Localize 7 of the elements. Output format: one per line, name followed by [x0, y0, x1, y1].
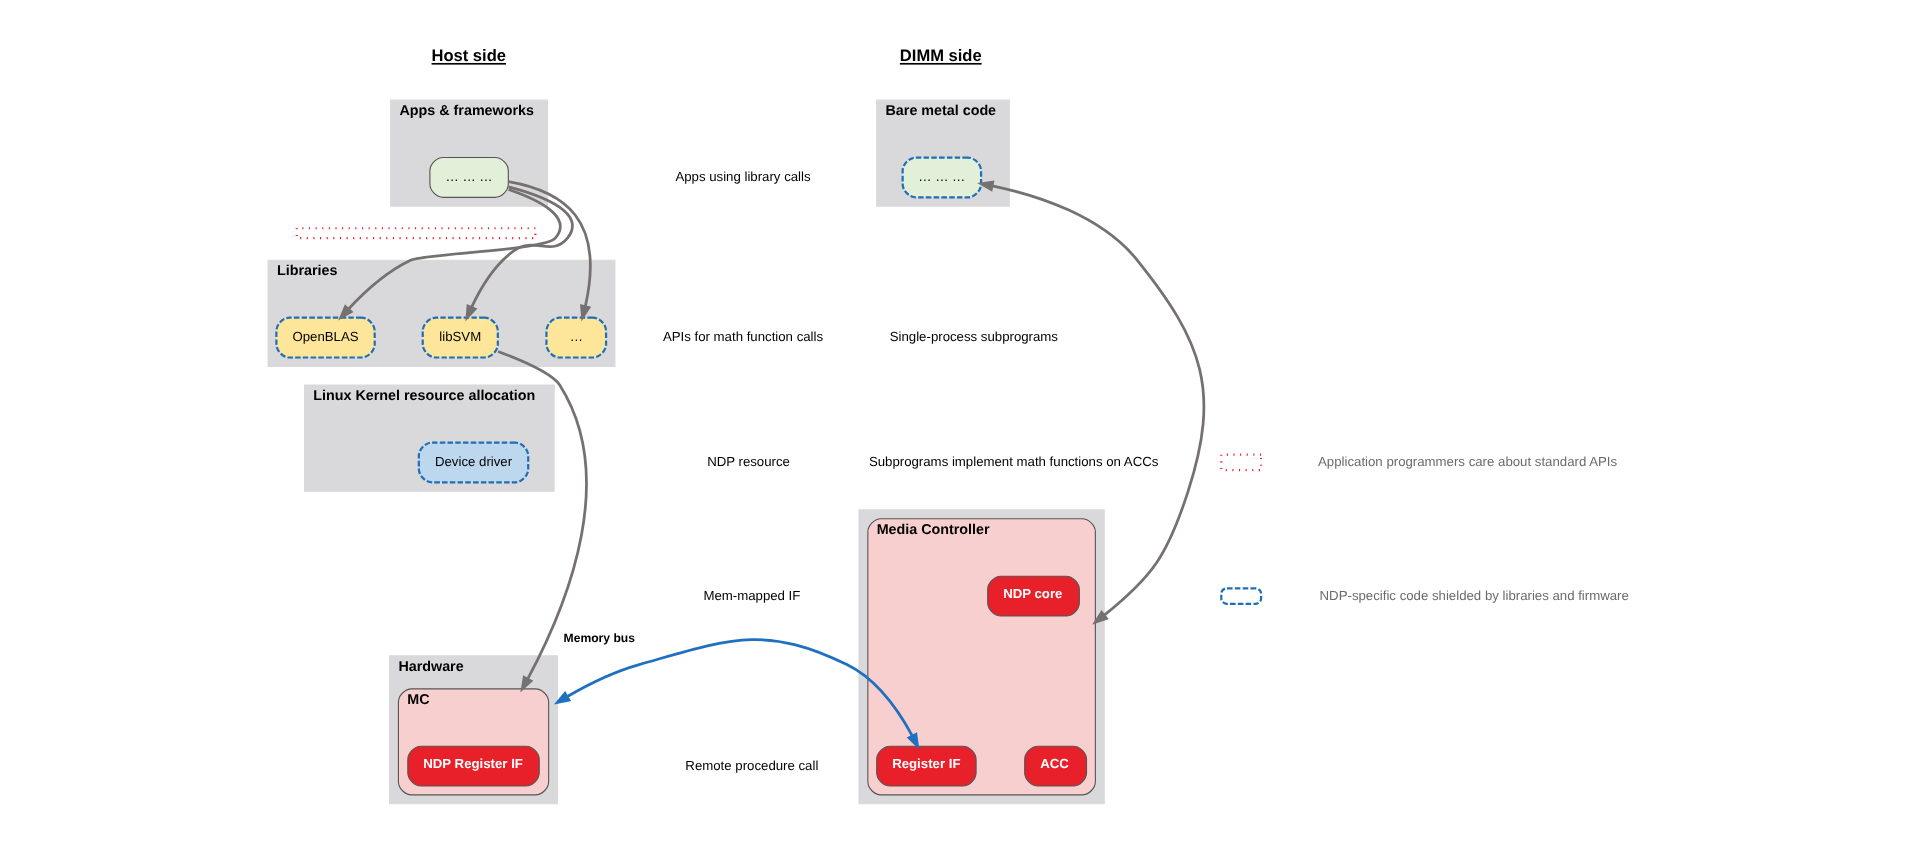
- arrow: [553, 638, 920, 750]
- node-bar: [295, 227, 537, 240]
- arrow: [338, 188, 562, 321]
- arrow: [497, 350, 588, 693]
- arrow: [508, 180, 592, 322]
- arrow: [977, 180, 1206, 625]
- arrow: [465, 185, 574, 322]
